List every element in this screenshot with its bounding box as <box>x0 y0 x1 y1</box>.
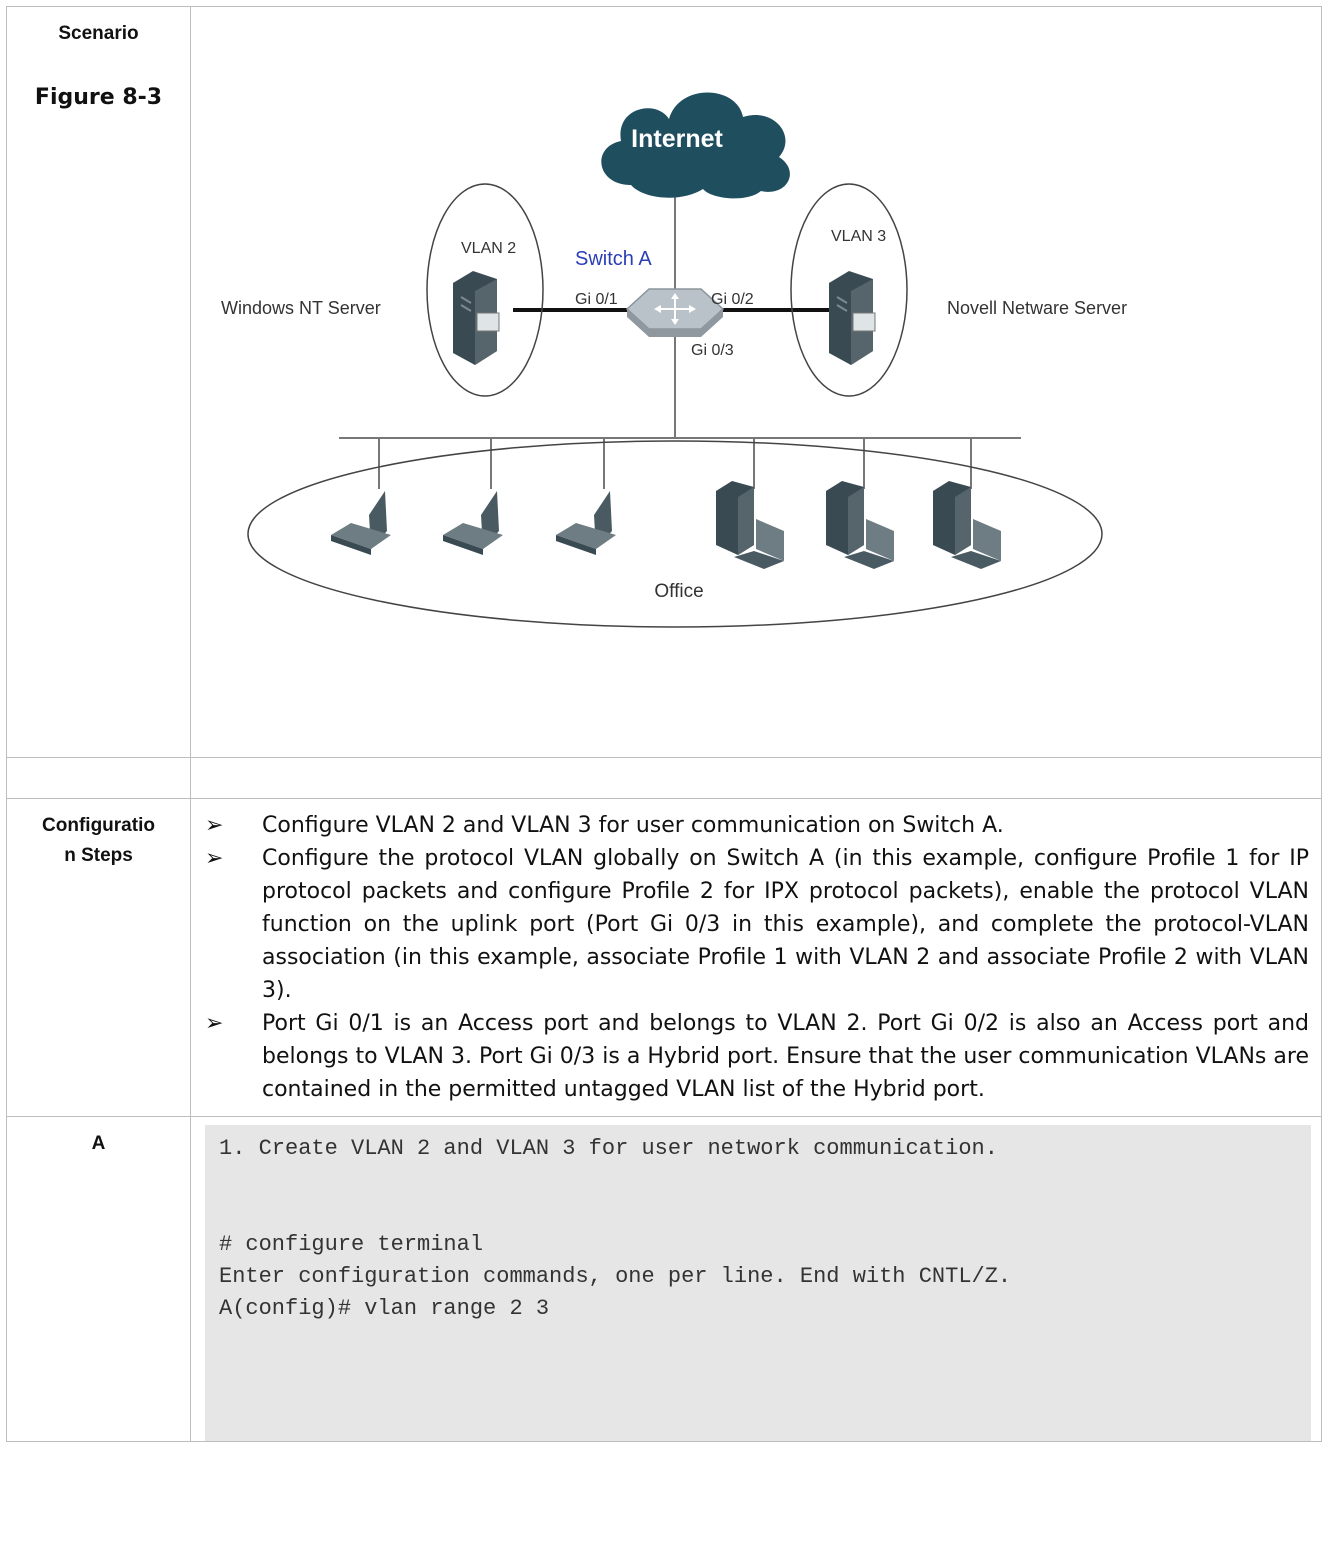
port-gi03-label: Gi 0/3 <box>691 342 734 359</box>
switch-a-label: Switch A <box>575 248 652 270</box>
windows-server-label: Windows NT Server <box>221 298 381 318</box>
vlan3-ellipse <box>790 183 908 397</box>
code-cmd-configure: # configure terminal <box>219 1232 484 1257</box>
laptop-icon <box>443 491 503 555</box>
empty-label-cell <box>6 757 191 799</box>
vlan2-label: VLAN 2 <box>461 240 516 257</box>
scenario-label: Scenario <box>58 23 139 44</box>
code-cmd-vlan-range: A(config)# vlan range 2 3 <box>219 1296 550 1321</box>
device-a-code-cell: 1. Create VLAN 2 and VLAN 3 for user net… <box>190 1116 1322 1442</box>
office-ellipse <box>247 440 1103 628</box>
code-msg-enter: Enter configuration commands, one per li… <box>219 1264 1012 1289</box>
figure-label: Figure 8-3 <box>34 85 163 110</box>
novell-server-label: Novell Netware Server <box>947 298 1127 318</box>
vlan2-ellipse <box>426 183 544 397</box>
config-steps-list: ➢Configure VLAN 2 and VLAN 3 for user co… <box>191 799 1321 1116</box>
config-steps-label: Configuratio n Steps <box>42 815 155 866</box>
laptop-icon <box>331 491 391 555</box>
scenario-table: Scenario Figure 8-3 <box>6 6 1322 1442</box>
vlan3-label: VLAN 3 <box>831 228 886 245</box>
internet-label: Internet <box>631 125 723 153</box>
port-gi02-label: Gi 0/2 <box>711 291 754 308</box>
empty-content-cell <box>190 757 1322 799</box>
desktop-pc-icon <box>933 481 1001 569</box>
internet-cloud-icon <box>601 92 790 199</box>
scenario-label-cell: Scenario Figure 8-3 <box>6 6 191 758</box>
office-label: Office <box>654 581 703 602</box>
config-steps-label-cell: Configuratio n Steps <box>6 798 191 1117</box>
arrow-bullet-icon: ➢ <box>205 846 224 871</box>
device-a-label-cell: A <box>6 1116 191 1442</box>
switch-icon <box>625 288 725 337</box>
desktop-pc-icon <box>826 481 894 569</box>
list-item: ➢Port Gi 0/1 is an Access port and belon… <box>205 1007 1309 1106</box>
list-item: ➢Configure the protocol VLAN globally on… <box>205 842 1309 1007</box>
novell-server-icon <box>829 271 876 365</box>
config-steps-cell: ➢Configure VLAN 2 and VLAN 3 for user co… <box>190 798 1322 1117</box>
desktop-pc-icon <box>716 481 784 569</box>
device-a-label: A <box>91 1133 106 1154</box>
port-gi01-label: Gi 0/1 <box>575 291 618 308</box>
arrow-bullet-icon: ➢ <box>205 813 224 838</box>
list-item: ➢Configure VLAN 2 and VLAN 3 for user co… <box>205 809 1309 842</box>
windows-server-icon <box>453 271 500 365</box>
figure-cell: Internet Switch A <box>190 6 1322 758</box>
arrow-bullet-icon: ➢ <box>205 1011 224 1036</box>
code-step-1: 1. Create VLAN 2 and VLAN 3 for user net… <box>219 1136 998 1161</box>
code-block: 1. Create VLAN 2 and VLAN 3 for user net… <box>205 1125 1311 1441</box>
laptop-icon <box>556 491 616 555</box>
network-topology-diagram: Internet Switch A <box>221 92 1127 628</box>
